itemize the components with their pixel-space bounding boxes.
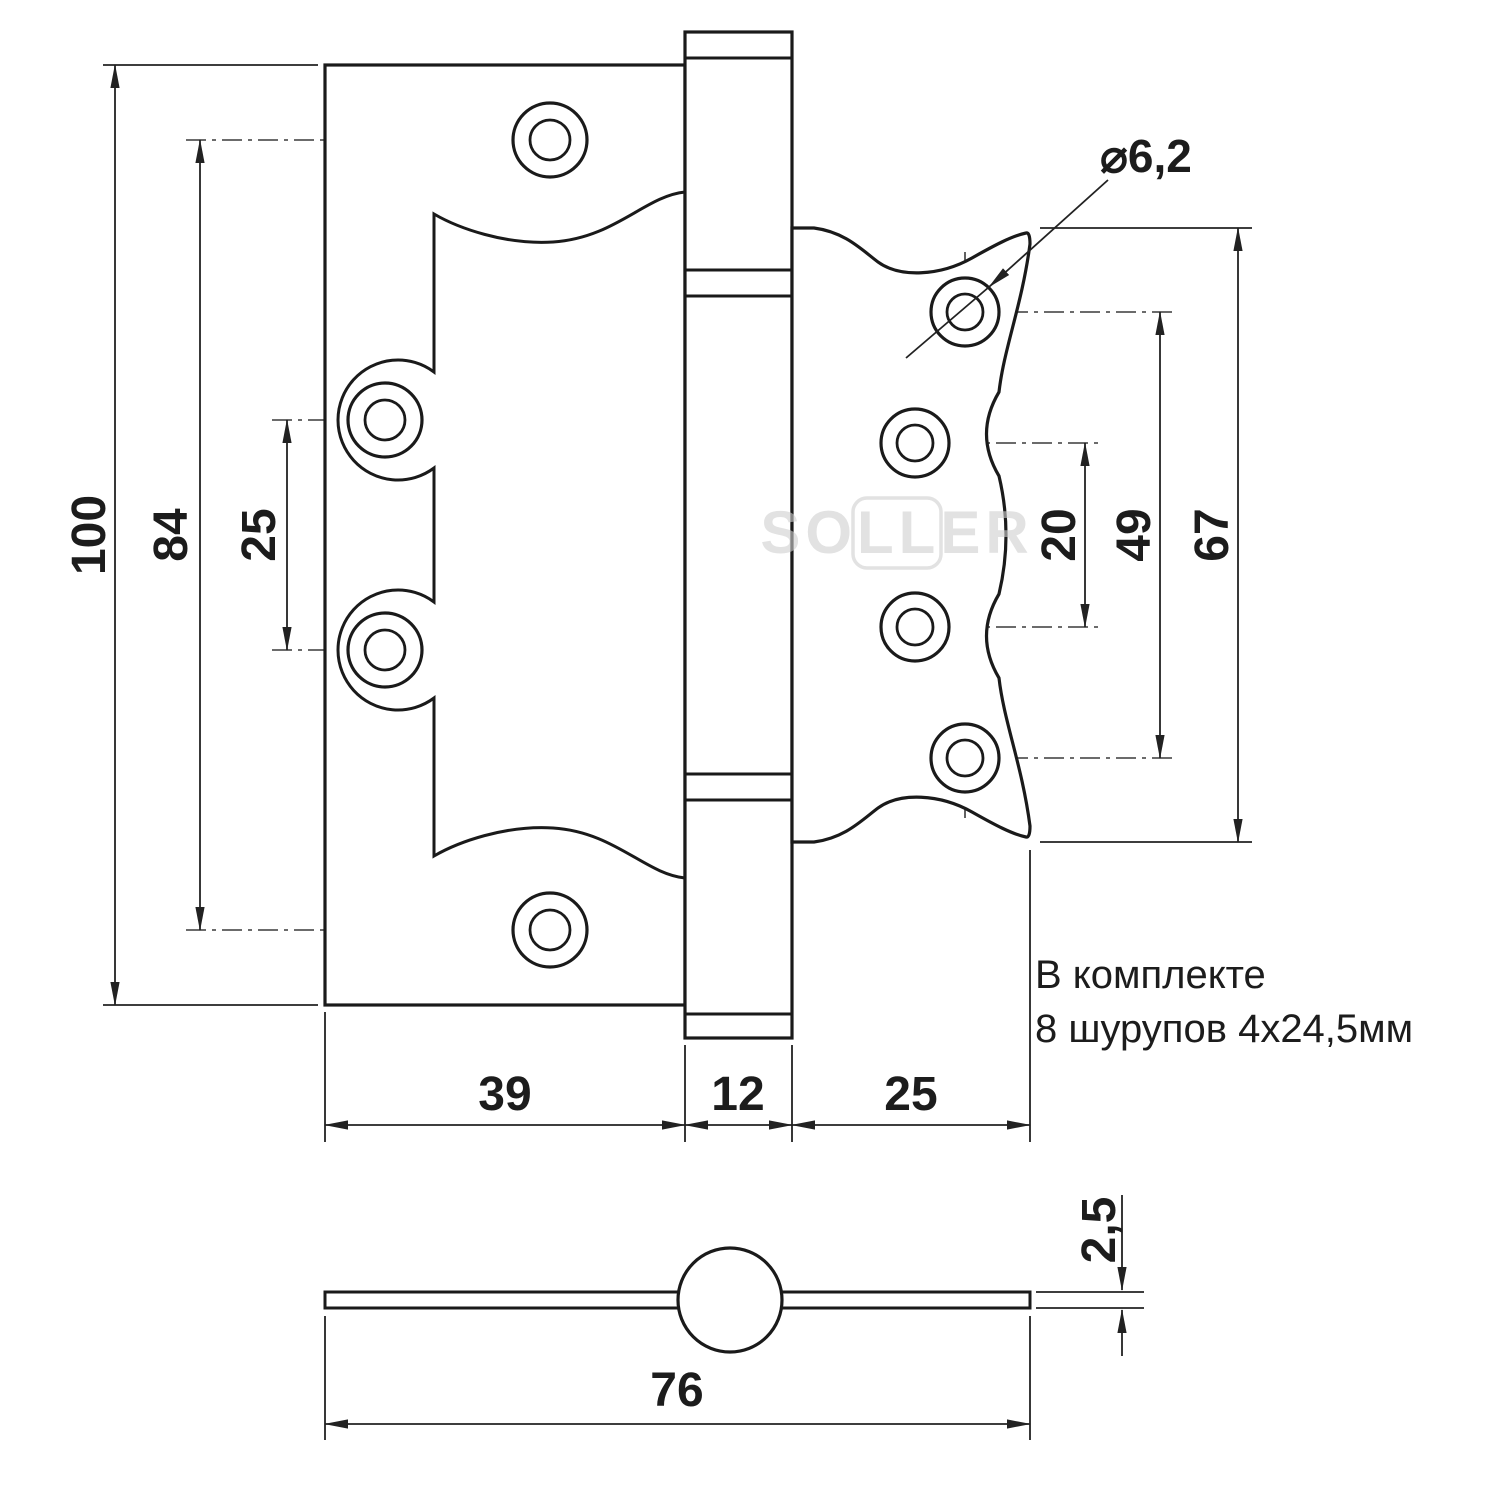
hinge-side-view (323, 1246, 1032, 1354)
dim-label-left-middle-holes: 25 (233, 508, 286, 561)
watermark-text: SOLLER (760, 499, 1033, 566)
package-note: В комплекте 8 шурупов 4x24,5мм (1035, 953, 1413, 1051)
hinge-front-view (323, 30, 1032, 1040)
note-line-1: В комплекте (1035, 953, 1266, 997)
dim-label-barrel-width: 12 (711, 1068, 764, 1121)
dimension-lines (110, 64, 1243, 1429)
dim-label-right-leaf-width: 25 (884, 1068, 937, 1121)
barrel-outline (683, 30, 794, 1040)
hole-inner (895, 423, 935, 463)
dim-label-hole-diameter: ⌀6,2 (1100, 130, 1192, 182)
hole-inner (528, 118, 572, 162)
dimension-labels: 100 84 25 20 49 67 39 12 25 ⌀6,2 2,5 76 (63, 130, 1239, 1417)
hole-inner (945, 738, 985, 778)
dim-label-right-inner-holes: 20 (1033, 508, 1086, 561)
dim-label-total-height: 100 (63, 495, 116, 575)
leader-tail-hole-diameter (905, 286, 990, 359)
watermark: SOLLER (760, 496, 1033, 570)
dim-label-right-outer-holes: 49 (1108, 508, 1161, 561)
side-barrel-circle (676, 1246, 784, 1354)
hole-inner (945, 292, 985, 332)
hole-inner (363, 628, 407, 672)
left-leaf-inner-contour (336, 190, 686, 880)
dim-label-left-leaf-width: 39 (478, 1068, 531, 1121)
right-leaf-outline (790, 226, 1032, 844)
hole-inner (895, 607, 935, 647)
hole-inner (363, 398, 407, 442)
note-line-2: 8 шурупов 4x24,5мм (1035, 1007, 1413, 1051)
dim-label-plate-thickness: 2,5 (1073, 1197, 1126, 1264)
dim-label-plate-length: 76 (650, 1364, 703, 1417)
screw-holes-left (346, 101, 589, 969)
screw-holes-right (879, 276, 1001, 794)
watermark-box (851, 496, 943, 570)
dim-label-right-leaf-height: 67 (1186, 508, 1239, 561)
left-leaf-outline (323, 63, 687, 1007)
leader-line-hole-diameter (988, 179, 1109, 288)
dim-label-left-outer-holes: 84 (145, 508, 198, 562)
extension-lines (103, 64, 1252, 1440)
hole-inner (528, 908, 572, 952)
